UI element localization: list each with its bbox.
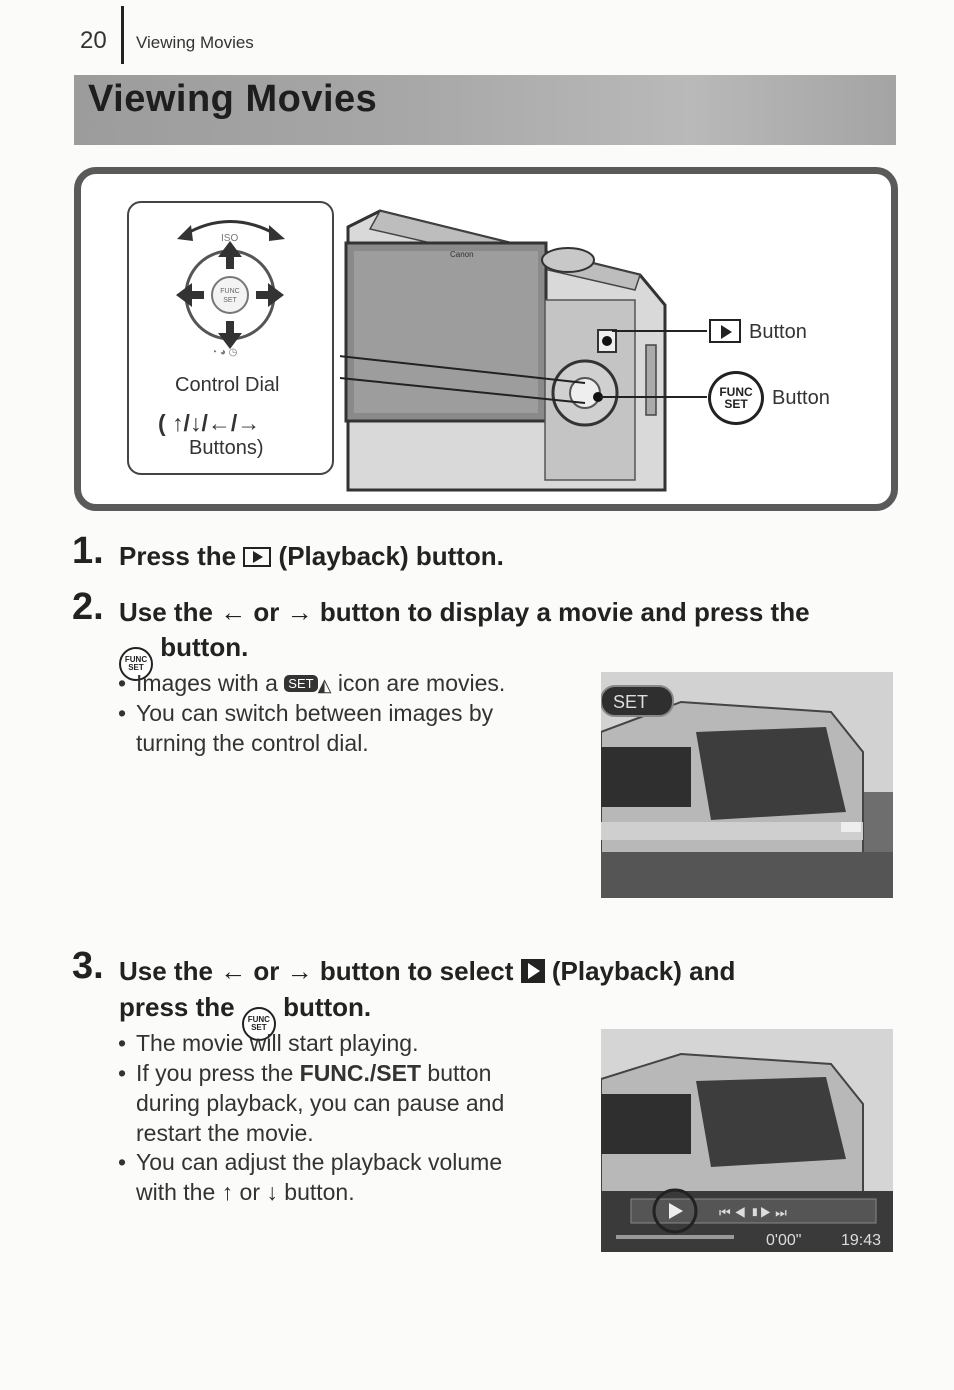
playback-button-label: Button: [749, 321, 807, 343]
step-3-bullet-2-line-2: during playback, you can pause and: [136, 1090, 505, 1116]
svg-text:SET: SET: [223, 297, 237, 304]
camera-brand-label: Canon: [450, 250, 474, 259]
svg-text:⏮ ◀ ▮▶ ⏭: ⏮ ◀ ▮▶ ⏭: [719, 1205, 787, 1220]
step-3-bullet-3-line-2: with the ↑ or ↓ button.: [136, 1179, 355, 1205]
control-dial-icon: FUNC SET ISO ◔ ◕ ◷: [176, 220, 285, 358]
control-dial-box: FUNC SET ISO ◔ ◕ ◷: [127, 201, 334, 475]
buttons-label: Buttons): [189, 437, 264, 459]
playback-button-icon: [709, 319, 741, 343]
playback-icon: [243, 547, 272, 567]
svg-text:FUNC: FUNC: [220, 288, 239, 295]
set-badge: SET: [613, 692, 648, 712]
step-3-number: 3.: [72, 945, 104, 987]
arrow-buttons-label: ( ↑/↓/←/→: [158, 410, 261, 436]
step-1-number: 1.: [72, 530, 104, 572]
control-dial-label: Control Dial: [175, 374, 280, 396]
step-3-bullet-1: The movie will start playing.: [136, 1030, 419, 1056]
bullet-dot: •: [118, 670, 127, 696]
svg-text:◔ ◕ ◷: ◔ ◕ ◷: [211, 347, 238, 358]
bullet-dot: •: [118, 1060, 127, 1086]
bullet-dot: •: [118, 1149, 127, 1175]
playback-callout-line: [612, 330, 707, 332]
step-2-number: 2.: [72, 586, 104, 628]
bullet-dot: •: [118, 1030, 127, 1056]
step-1-text: Press the (Playback) button.: [119, 541, 504, 571]
funcset-button-icon: FUNC SET: [708, 371, 764, 425]
step-3-line-1: Use the ← or → button to select (Playbac…: [119, 956, 736, 986]
step-3-bullet-2-line-1: If you press the FUNC./SET button: [136, 1060, 492, 1086]
film-icon: ◭: [317, 675, 332, 695]
play-icon: [520, 959, 545, 983]
page-number: 20: [80, 27, 107, 54]
step-2-bullet-1: Images with a SET◭ icon are movies.: [136, 670, 506, 696]
step-2-line-1: Use the ← or → button to display a movie…: [119, 597, 810, 627]
monorail-photo-2: ⏮ ◀ ▮▶ ⏭ 0'00" 19:43: [601, 1029, 893, 1252]
step-3-bullet-3-line-1: You can adjust the playback volume: [136, 1149, 503, 1175]
monorail-photo-1: SET: [601, 672, 893, 898]
step-3-bullet-2-line-3: restart the movie.: [136, 1120, 314, 1146]
header-divider: [121, 6, 124, 64]
svg-text:ISO: ISO: [221, 233, 238, 244]
title-band: [74, 75, 896, 145]
page-title: Viewing Movies: [88, 78, 378, 120]
funcset-callout-line: [600, 396, 707, 398]
funcset-button-label: Button: [772, 387, 830, 409]
step-2-bullet-2-line-2: turning the control dial.: [136, 730, 369, 756]
camera-back-illustration: Canon: [340, 209, 667, 492]
timecode: 0'00": [766, 1232, 801, 1249]
bullet-dot: •: [118, 700, 127, 726]
step-2-bullet-2-line-1: You can switch between images by: [136, 700, 494, 726]
running-head: Viewing Movies: [136, 33, 254, 52]
movie-icon: SET: [284, 675, 318, 692]
clock: 19:43: [841, 1232, 881, 1249]
